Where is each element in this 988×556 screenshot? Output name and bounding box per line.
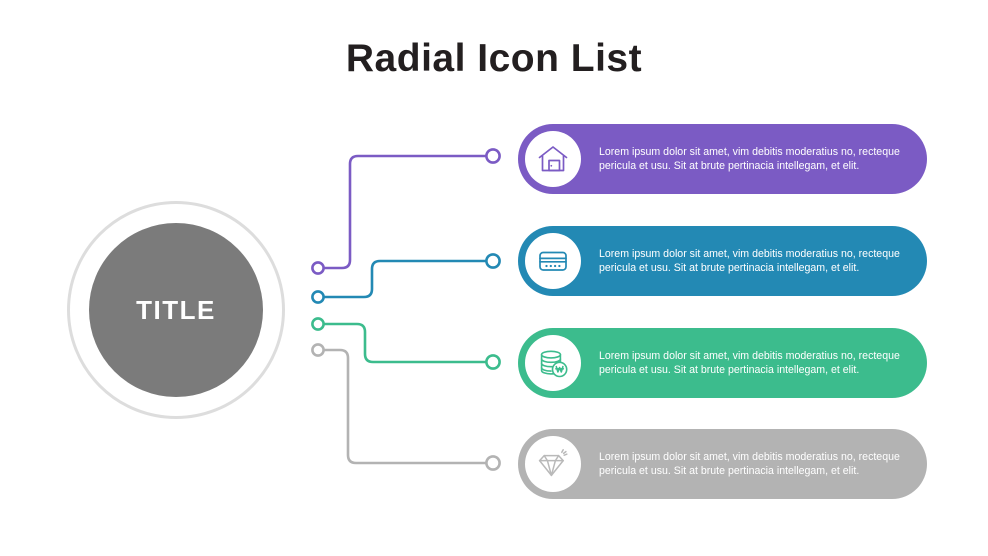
connector-3 [311,317,501,370]
list-item-text-line1: Lorem ipsum dolor sit amet, vim debitis … [599,350,900,362]
list-item-text: Lorem ipsum dolor sit amet, vim debitis … [599,145,905,173]
list-item-text-line2: pericula et usu. Sit at brute pertinacia… [599,262,860,274]
list-item[interactable]: Lorem ipsum dolor sit amet, vim debitis … [518,328,927,398]
connector-4-path [322,348,489,465]
page-title: Radial Icon List [345,37,643,80]
connector-3-outer-node [485,354,501,370]
icon-badge [525,436,581,492]
list-item-text-line1: Lorem ipsum dolor sit amet, vim debitis … [599,248,900,260]
list-item-text: Lorem ipsum dolor sit amet, vim debitis … [599,450,905,478]
connector-1-path [322,154,489,270]
list-item-text-line1: Lorem ipsum dolor sit amet, vim debitis … [599,146,900,158]
list-item-text-line2: pericula et usu. Sit at brute pertinacia… [599,160,860,172]
list-item-text-line2: pericula et usu. Sit at brute pertinacia… [599,465,860,477]
coin-stack-won-icon [540,350,568,378]
home-icon [538,146,568,172]
connector-3-path [322,322,489,364]
hub-outer-ring [67,201,285,419]
icon-badge [525,131,581,187]
list-item[interactable]: Lorem ipsum dolor sit amet, vim debitis … [518,124,927,194]
list-item-text-line1: Lorem ipsum dolor sit amet, vim debitis … [599,451,900,463]
connector-1-inner-node [311,261,325,275]
connector-2-inner-node [311,290,325,304]
hub-core-circle: TITLE [89,223,263,397]
list-item[interactable]: Lorem ipsum dolor sit amet, vim debitis … [518,429,927,499]
list-item-text: Lorem ipsum dolor sit amet, vim debitis … [599,349,905,377]
connector-1-outer-node [485,148,501,164]
connector-4-outer-node [485,455,501,471]
icon-badge [525,233,581,289]
diamond-icon [538,449,568,477]
icon-badge [525,335,581,391]
list-item-text: Lorem ipsum dolor sit amet, vim debitis … [599,247,905,275]
connector-4-inner-node [311,343,325,357]
credit-card-icon [539,251,567,271]
connector-2-path [322,259,489,299]
central-hub: TITLE [67,201,291,425]
hub-title-label: TITLE [136,294,216,325]
connector-3-inner-node [311,317,325,331]
list-item[interactable]: Lorem ipsum dolor sit amet, vim debitis … [518,226,927,296]
connector-2-outer-node [485,253,501,269]
connector-2 [311,253,501,304]
connector-1 [311,148,501,275]
list-item-text-line2: pericula et usu. Sit at brute pertinacia… [599,364,860,376]
connector-4 [311,343,501,471]
